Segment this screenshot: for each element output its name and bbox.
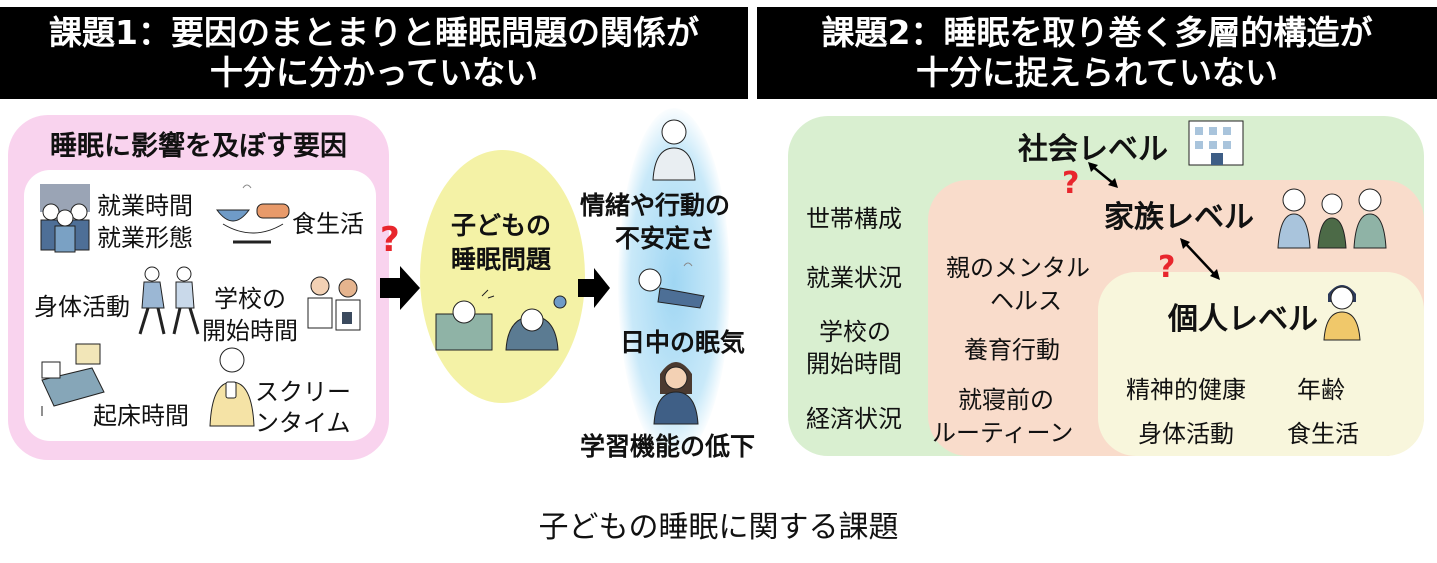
- arrow-right-icon: [380, 266, 420, 310]
- bed-illustration: [41, 343, 105, 416]
- factor-activity: 身体活動: [34, 293, 130, 321]
- family-item-2: 養育行動: [964, 336, 1060, 364]
- double-arrow-icon: [1180, 238, 1220, 280]
- family-item-3b: ルーティーン: [932, 419, 1074, 447]
- sleepy-child-illustration: [435, 289, 567, 351]
- right-header-line2: 十分に捉えられていない: [915, 53, 1278, 92]
- double-arrow-icon: [1088, 162, 1118, 188]
- individual-item-3: 身体活動: [1138, 420, 1234, 448]
- factors-title: 睡眠に影響を及ぼす要因: [50, 131, 347, 162]
- factor-diet: 食生活: [292, 210, 364, 238]
- child-sleep-line1: 子どもの: [451, 211, 552, 240]
- child-illustration: [1323, 285, 1361, 341]
- family-item-1b: ヘルス: [990, 287, 1062, 315]
- left-header: 課題1：要因のまとまりと睡眠問題の関係が 十分に分かっていない: [0, 7, 748, 99]
- society-title: 社会レベル: [1018, 132, 1168, 167]
- right-header: 課題2：睡眠を取り巻く多層的構造が 十分に捉えられていない: [757, 7, 1437, 99]
- factor-wake: 起床時間: [93, 402, 189, 430]
- outcome-emotion-line1: 情緒や行動の: [580, 191, 731, 220]
- individual-item-2: 年齢: [1297, 376, 1345, 404]
- outcome-emotion-line2: 不安定さ: [615, 224, 716, 253]
- left-header-line1: 課題1：要因のまとまりと睡眠問題の関係が: [49, 13, 699, 52]
- lying-child-illustration: [638, 262, 705, 309]
- society-item-3b: 開始時間: [806, 350, 902, 378]
- family-title: 家族レベル: [1104, 200, 1254, 235]
- caption: 子どもの睡眠に関する課題: [538, 510, 899, 545]
- family-illustration: [1277, 188, 1387, 249]
- students-illustration: [307, 276, 361, 331]
- outcome-learning: 学習機能の低下: [580, 432, 756, 461]
- arrow-right-icon: [578, 268, 610, 308]
- question-mark-icon: ?: [380, 220, 400, 260]
- factor-screen-line2: ンタイム: [255, 409, 351, 437]
- factor-work-line2: 就業形態: [97, 224, 193, 252]
- studying-child-illustration: [653, 362, 699, 425]
- individual-title: 個人レベル: [1168, 302, 1318, 337]
- factor-school-line2: 開始時間: [202, 317, 298, 345]
- society-item-4: 経済状況: [806, 405, 902, 433]
- phone-user-illustration: [209, 347, 255, 427]
- family-item-3a: 就寝前の: [958, 386, 1054, 414]
- question-mark-icon: ?: [1062, 166, 1080, 201]
- child-sleep-oval: [420, 150, 585, 403]
- worried-child-illustration: [652, 119, 696, 181]
- meal-illustration: [216, 184, 290, 244]
- workers-illustration: [40, 184, 90, 253]
- left-header-line2: 十分に分かっていない: [209, 53, 539, 92]
- individual-item-1: 精神的健康: [1126, 376, 1246, 404]
- building-icon: [1188, 120, 1244, 166]
- individual-panel: [1098, 272, 1424, 456]
- outcome-daytime: 日中の眠気: [620, 328, 746, 357]
- factor-work-line1: 就業時間: [97, 192, 193, 220]
- right-header-line1: 課題2：睡眠を取り巻く多層的構造が: [821, 13, 1373, 52]
- walking-illustration: [138, 266, 200, 335]
- family-item-1a: 親のメンタル: [946, 254, 1090, 282]
- factor-school-line1: 学校の: [214, 285, 286, 313]
- question-mark-icon: ?: [1158, 250, 1176, 285]
- factor-screen-line1: スクリー: [255, 378, 351, 406]
- child-sleep-line2: 睡眠問題: [451, 245, 552, 274]
- society-item-3a: 学校の: [819, 318, 891, 346]
- society-item-2: 就業状況: [806, 264, 902, 292]
- individual-item-4: 食生活: [1287, 420, 1359, 448]
- society-item-1: 世帯構成: [806, 205, 902, 233]
